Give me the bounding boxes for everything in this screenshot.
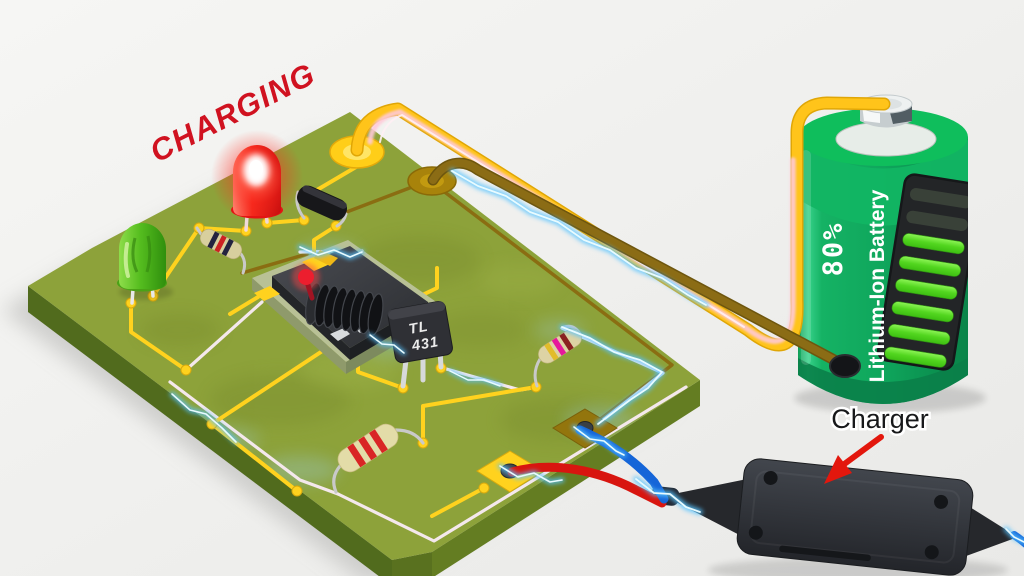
module-pin [330, 328, 350, 341]
resistor-lead [239, 252, 247, 275]
wire-brown-core [429, 159, 842, 366]
charger-screw-hole [748, 525, 763, 540]
battery-level-bar-empty [906, 210, 968, 232]
resistor-band [221, 238, 234, 257]
diode-sheen [302, 185, 347, 209]
pcb-trace [129, 301, 188, 372]
module-base-side [252, 278, 346, 374]
battery-negative-terminal [829, 354, 861, 378]
electric-spark [169, 391, 239, 445]
charger-screw-hole [924, 545, 939, 560]
pcb-trace [197, 226, 248, 233]
tl431-label-line1: TL [408, 319, 430, 338]
tl431-bevel [387, 301, 446, 320]
led-leg [130, 287, 135, 305]
wire-yellow-positive [350, 96, 891, 352]
green-led [117, 223, 173, 305]
pcb-trace [430, 486, 486, 518]
pcb-trace [342, 182, 422, 215]
resistor [332, 423, 425, 494]
electric-spark [497, 463, 565, 485]
led-highlight [123, 242, 130, 278]
wire-brown-negative [427, 157, 844, 368]
diode-lead [335, 212, 348, 228]
battery-level-window [876, 173, 968, 371]
electric-spark [633, 476, 703, 515]
electric-spark [297, 244, 365, 260]
electric-spark [559, 324, 665, 427]
resistor-band [358, 436, 378, 461]
arrow-head [824, 455, 852, 484]
resistor-band [347, 443, 367, 468]
battery-bottom-band [798, 358, 968, 404]
tl431-regulator: TL 431 [387, 301, 453, 389]
charger-screw-hole [763, 470, 778, 485]
battery-percent-text: 80% [818, 222, 849, 277]
pcb-trace [184, 300, 264, 372]
resistor-band [544, 342, 559, 361]
battery-level-bar-empty [909, 188, 968, 209]
resistor-lead [394, 428, 425, 445]
solder-pad [298, 214, 310, 226]
arrow-shaft [840, 434, 884, 468]
charger-left-taper [664, 479, 746, 536]
solder-pad [291, 485, 303, 497]
battery-level-bar [895, 278, 958, 300]
led-filament [145, 235, 152, 273]
wire-energy-glow [367, 109, 796, 344]
solder-pad [478, 482, 490, 494]
charger-screw-hole [934, 494, 949, 509]
resistor-band [551, 337, 567, 356]
wire-yellow-core [352, 98, 889, 350]
resistor-band [214, 235, 227, 253]
charger-label: Charger [831, 404, 929, 434]
charger-arrow [824, 434, 884, 484]
electric-sparks [169, 168, 1024, 545]
pcb-side-right [432, 380, 700, 576]
pcb-trace [240, 252, 309, 275]
pcb-trace [228, 295, 260, 316]
resistor-lead [533, 357, 542, 388]
tl431-label-line2: 431 [410, 334, 441, 355]
electric-spark [571, 424, 627, 458]
resistor-lead [332, 464, 342, 494]
resistor-band [369, 429, 388, 454]
led-filament [131, 237, 139, 273]
pcb-trace [421, 385, 538, 445]
module-led-stem [305, 282, 315, 301]
electric-spark [1003, 526, 1024, 545]
battery-level-bar [884, 346, 947, 368]
led-hotspot-core [249, 160, 263, 178]
diode [295, 185, 348, 228]
charger-slot [779, 545, 871, 562]
led-body [119, 223, 166, 289]
module-indicator-led [298, 269, 314, 285]
wire-red-charger [507, 462, 667, 508]
battery-level-bar [898, 255, 961, 277]
wire-energy-core [379, 114, 745, 328]
diode-body [296, 185, 348, 221]
solder-pad [180, 364, 192, 376]
pcb-trace [168, 380, 340, 496]
battery-level-bar [902, 233, 965, 255]
charger-body [736, 458, 974, 576]
electric-spark [367, 332, 407, 356]
battery-level-bar [888, 324, 951, 345]
charger-right-taper [964, 506, 1018, 557]
tl431-leg [400, 357, 409, 389]
resistor-band [559, 332, 574, 351]
resistor-lead [195, 226, 203, 236]
battery-level-bar [891, 301, 954, 323]
pcb-trace [265, 218, 306, 225]
pcb-side-left [28, 286, 392, 576]
charger-device [650, 458, 1018, 576]
electric-spark [447, 368, 503, 389]
resistor [195, 226, 247, 275]
electric-spark [449, 168, 709, 308]
module-pad [254, 286, 280, 301]
resistor-band [207, 231, 220, 249]
red-led [211, 130, 303, 232]
battery-name-text: Lithium-Ion Battery [866, 189, 889, 382]
